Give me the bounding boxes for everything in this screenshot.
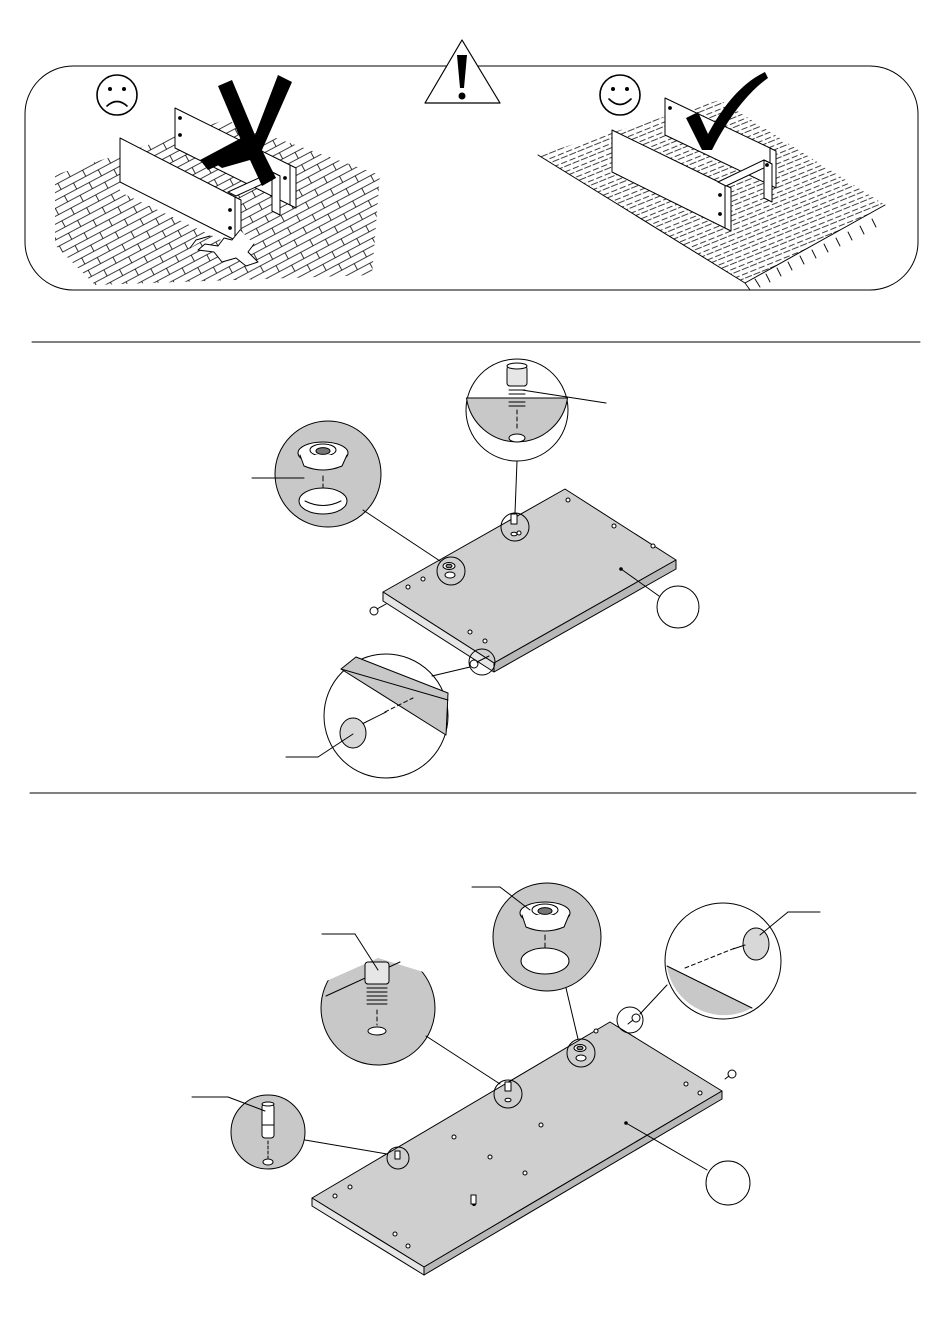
step-1-panel bbox=[252, 359, 699, 778]
part-label-circle bbox=[657, 586, 699, 628]
detail-nail-glide bbox=[640, 903, 820, 1019]
warning-panel bbox=[25, 40, 918, 290]
detail-cam-lock bbox=[472, 883, 601, 1039]
smiley-face-icon bbox=[600, 75, 640, 115]
detail-cam-bolt bbox=[466, 359, 606, 513]
step-2-panel bbox=[192, 883, 820, 1275]
panel-board bbox=[383, 489, 676, 672]
sad-face-icon bbox=[97, 75, 137, 115]
detail-wooden-dowel bbox=[192, 1095, 387, 1169]
detail-cam-lock bbox=[252, 421, 440, 561]
part-label-circle bbox=[706, 1161, 750, 1205]
exclamation-triangle-icon bbox=[425, 40, 500, 103]
detail-cam-bolt bbox=[321, 920, 500, 1084]
